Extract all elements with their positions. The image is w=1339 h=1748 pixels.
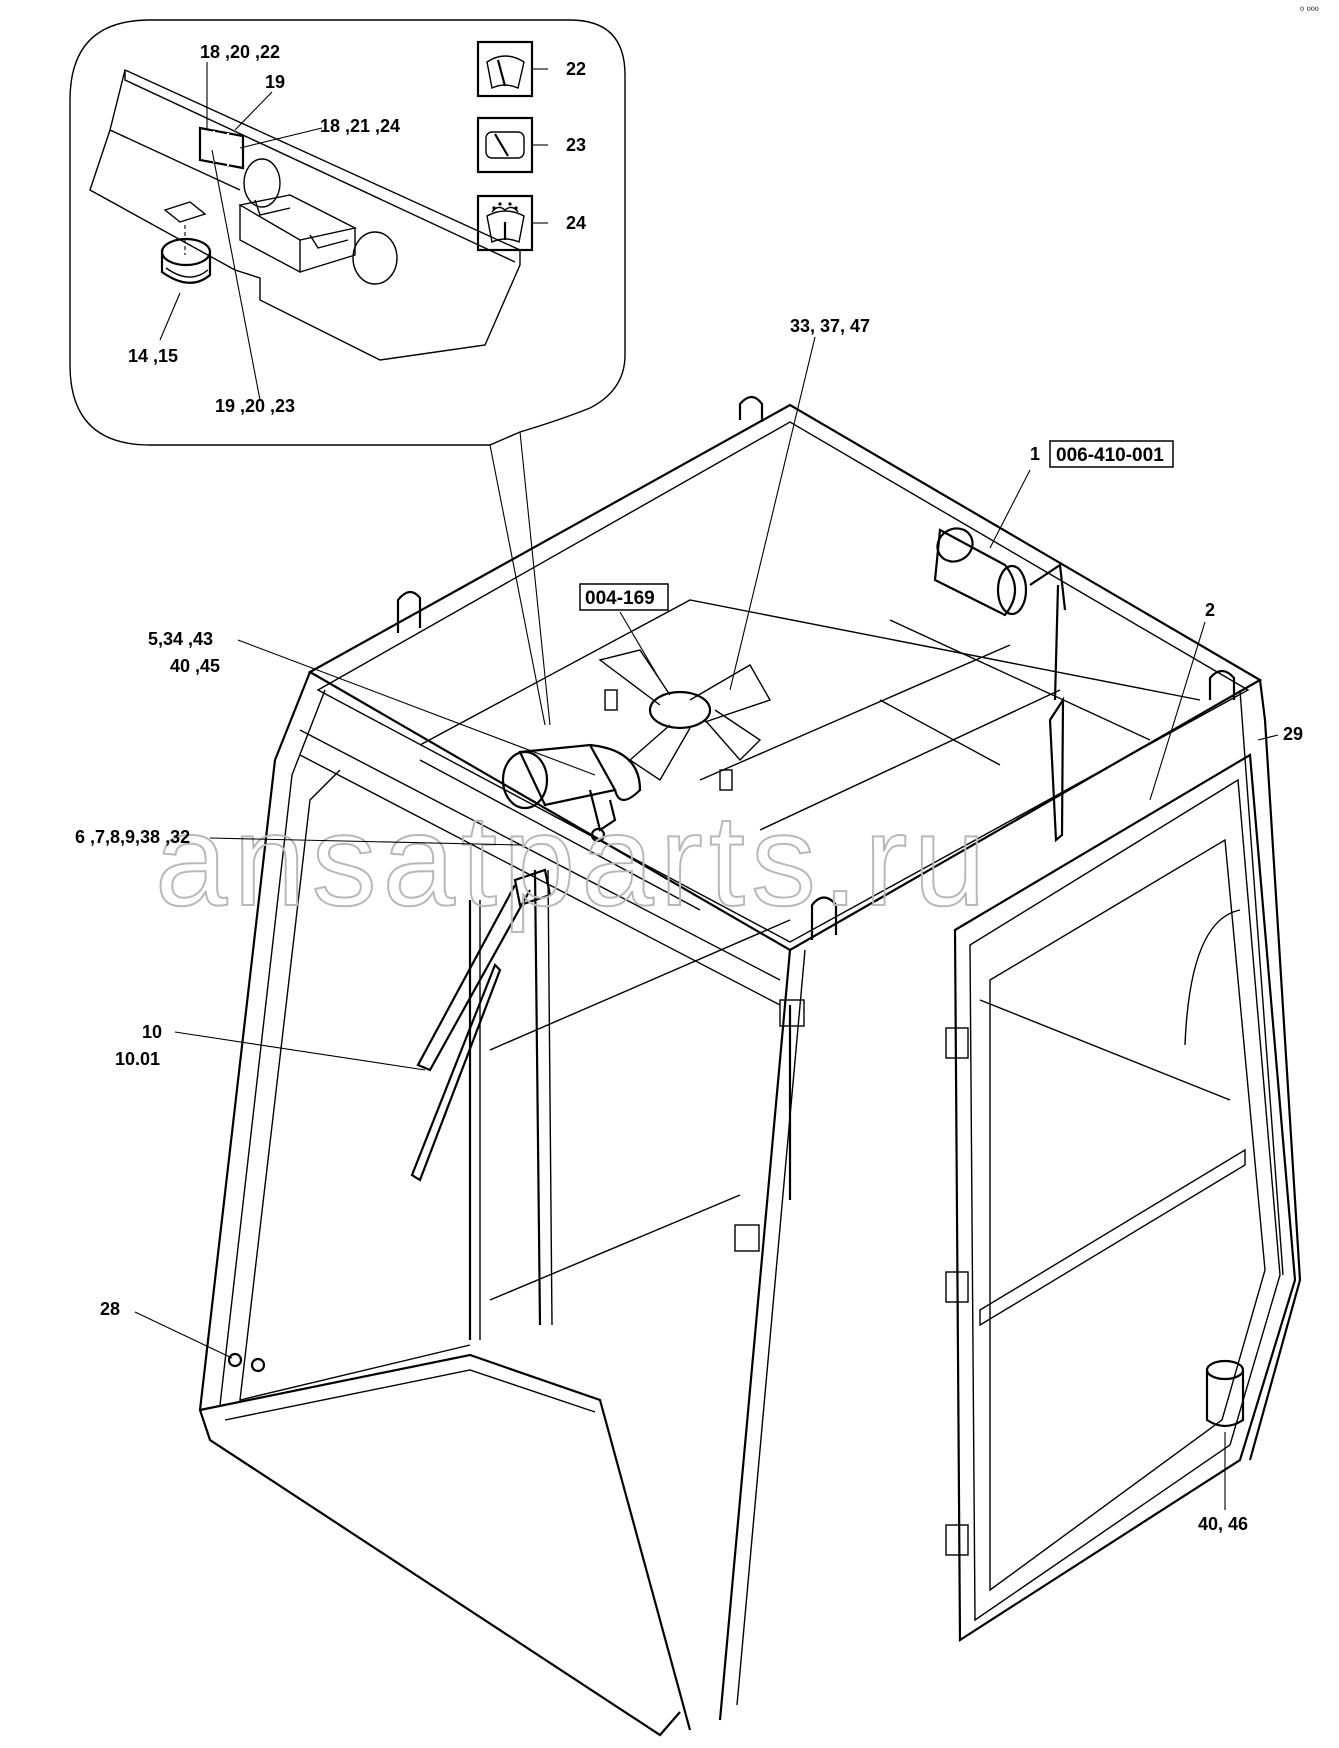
corner-mark: ⁰ ⁰⁰⁰ [1300,6,1319,17]
label-1: 1 [1030,444,1040,464]
label-18-21-24: 18 ,21 ,24 [320,116,400,136]
front-wiper-motor [501,743,642,843]
label-14-15: 14 ,15 [128,346,178,366]
knob-part [160,237,212,284]
label-28: 28 [100,1299,120,1319]
inset-detail: 18 ,20 ,22 19 18 ,21 ,24 14 ,15 19 ,20 ,… [69,19,626,726]
wiper-interval-icon: 22 [476,40,586,98]
label-33-37-47: 33, 37, 47 [790,316,870,336]
label-19: 19 [265,72,285,92]
ref-box-004-169[interactable] [579,583,669,611]
icon-label-24: 24 [566,213,586,233]
washer-spray-icon: 24 [476,194,586,252]
label-10: 10 [142,1022,162,1042]
label-18-20-22: 18 ,20 ,22 [200,42,280,62]
front-wiper-arm [410,868,552,1182]
label-19-20-23: 19 ,20 ,23 [215,396,295,416]
ref-box-006-410-001[interactable] [1049,440,1174,468]
ref-006-410-001[interactable]: 006-410-001 [1056,445,1164,466]
rear-wiper-icon: 23 [476,116,586,174]
label-5-34-43: 5,34 ,43 [148,629,213,649]
label-40-46: 40, 46 [1198,1514,1248,1534]
cab-frame [198,395,1302,1737]
roof-fan [598,649,772,791]
label-40-45: 40 ,45 [170,656,220,676]
label-29: 29 [1283,724,1303,744]
icon-label-23: 23 [566,135,586,155]
label-2: 2 [1205,600,1215,620]
label-10-01: 10.01 [115,1049,160,1069]
ref-004-169[interactable]: 004-169 [585,588,655,609]
label-6-7-8-9-38-32: 6 ,7,8,9,38 ,32 [75,827,190,847]
rear-wiper-motor [933,527,1067,843]
work-lamp [1205,1359,1245,1428]
icon-label-22: 22 [566,59,586,79]
callouts: 33, 37, 47 1 006-410-001 004-169 2 5,34 … [75,316,1303,1534]
watermark: ansatparts.ru [155,787,992,933]
